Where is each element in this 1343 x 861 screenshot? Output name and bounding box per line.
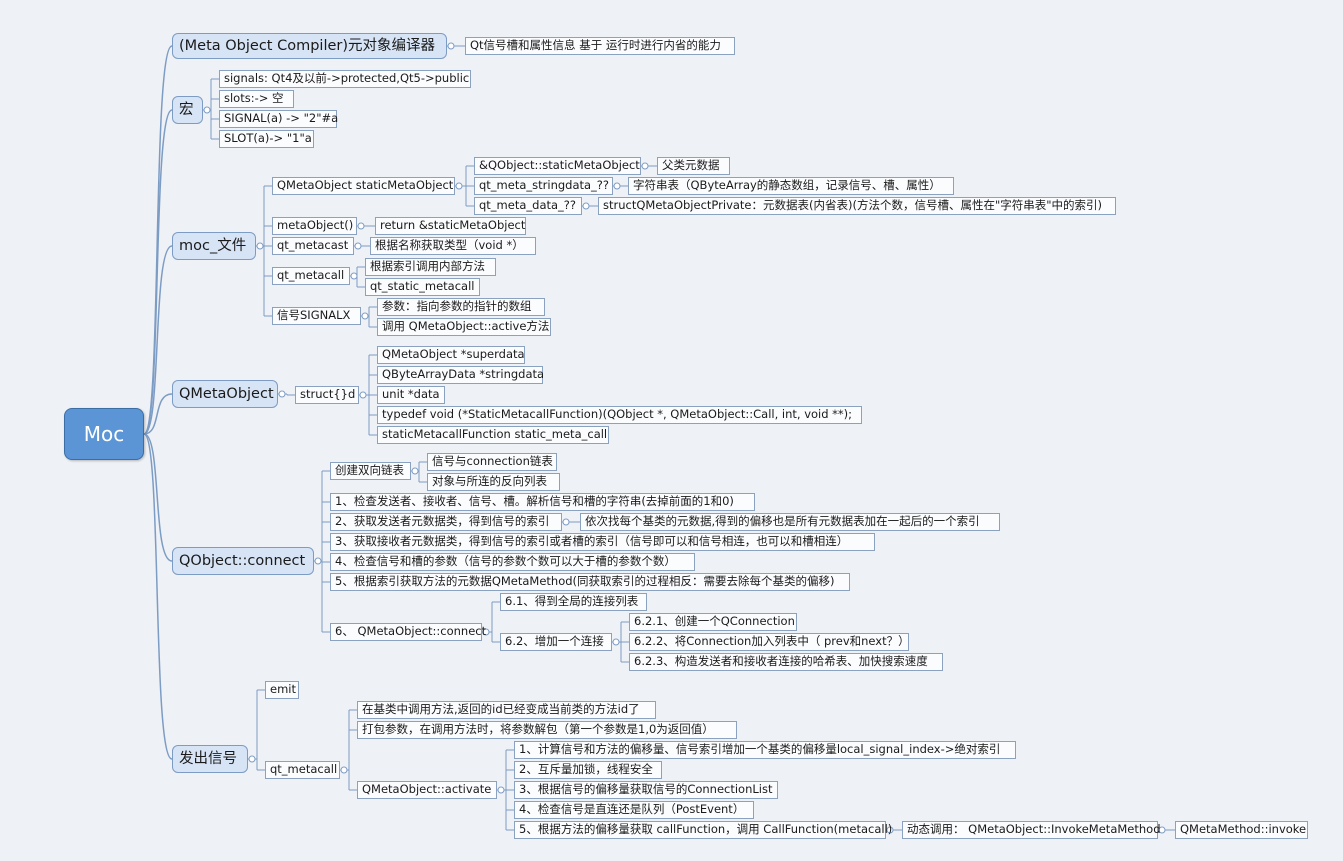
- collapse-dot: [612, 638, 620, 646]
- create-note-2[interactable]: 对象与所连的反向列表: [427, 473, 560, 491]
- collapse-dot: [203, 106, 211, 114]
- connector-line: [143, 433, 173, 562]
- macro-item-signal[interactable]: SIGNAL(a) -> "2"#a: [219, 110, 338, 128]
- activate-step-1[interactable]: 1、计算信号和方法的偏移量、信号索引增加一个基类的偏移量local_signal…: [514, 741, 1016, 759]
- meta-object-note[interactable]: return &staticMetaObject: [375, 217, 526, 235]
- meta-data-note[interactable]: structQMetaObjectPrivate：元数据表(内省表)(方法个数，…: [598, 197, 1116, 215]
- root-node[interactable]: Moc: [64, 408, 144, 460]
- connect-topic[interactable]: QObject::connect: [172, 547, 314, 575]
- emit-signal-topic[interactable]: 发出信号: [172, 745, 248, 773]
- connect-step-6-2-3[interactable]: 6.2.3、构造发送者和接收者连接的哈希表、加快搜索速度: [629, 653, 943, 671]
- emit-keyword[interactable]: emit: [265, 681, 299, 699]
- moc-compiler-topic[interactable]: (Meta Object Compiler)元对象编译器: [172, 33, 447, 59]
- collapse-dot: [613, 182, 621, 190]
- connector-line: [143, 109, 173, 435]
- collapse-dot: [411, 467, 419, 475]
- emit-qt-metacall[interactable]: qt_metacall: [265, 761, 340, 779]
- moc-file-topic[interactable]: moc_文件: [172, 232, 256, 260]
- collapse-dot: [582, 202, 590, 210]
- collapse-dot: [359, 391, 367, 399]
- connector-line: [143, 245, 173, 435]
- metacall-note-1[interactable]: 根据索引调用内部方法: [365, 258, 496, 276]
- collapse-dot: [340, 766, 348, 774]
- connector-line: [143, 393, 173, 435]
- collapse-dot: [497, 786, 505, 794]
- field-data[interactable]: unit *data: [377, 386, 445, 404]
- collapse-dot: [256, 242, 264, 250]
- qmetamethod-invoke[interactable]: QMetaMethod::invoke: [1175, 821, 1308, 839]
- collapse-dot: [562, 518, 570, 526]
- emit-metacall-note-2[interactable]: 打包参数，在调用方法时，将参数解包（第一个参数是1,0为返回值）: [357, 721, 737, 739]
- connect-step-6-2[interactable]: 6.2、增加一个连接: [500, 633, 612, 651]
- connect-step-6-1[interactable]: 6.1、得到全局的连接列表: [500, 593, 647, 611]
- connect-step-5[interactable]: 5、根据索引获取方法的元数据QMetaMethod(同获取索引的过程相反：需要去…: [330, 573, 850, 591]
- collapse-dot: [455, 182, 463, 190]
- macro-topic[interactable]: 宏: [172, 96, 203, 124]
- connect-step-4[interactable]: 4、检查信号和槽的参数（信号的参数个数可以大于槽的参数个数）: [330, 553, 695, 571]
- field-stringdata[interactable]: QByteArrayData *stringdata: [377, 366, 544, 384]
- connect-step-2-note[interactable]: 依次找每个基类的元数据,得到的偏移也是所有元数据表加在一起后的一个索引: [580, 513, 1000, 531]
- static-meta-object[interactable]: QMetaObject staticMetaObject: [272, 177, 455, 195]
- qt-metacall[interactable]: qt_metacall: [272, 267, 350, 285]
- collapse-dot: [361, 312, 369, 320]
- metacast-note[interactable]: 根据名称获取类型（void *）: [370, 237, 536, 255]
- collapse-dot: [354, 242, 362, 250]
- signal-x[interactable]: 信号SIGNALX: [272, 307, 361, 325]
- qt-metacast[interactable]: qt_metacast: [272, 237, 354, 255]
- collapse-dot: [278, 390, 286, 398]
- activate-step-2[interactable]: 2、互斥量加锁，线程安全: [514, 761, 662, 779]
- collapse-dot: [447, 42, 455, 50]
- collapse-dot: [641, 162, 649, 170]
- connect-step-6-2-1[interactable]: 6.2.1、创建一个QConnection: [629, 613, 797, 631]
- collapse-dot: [248, 755, 256, 763]
- macro-item-slot[interactable]: SLOT(a)-> "1"a: [219, 130, 314, 148]
- connect-step-6-2-2[interactable]: 6.2.2、将Connection加入列表中（ prev和next？）: [629, 633, 910, 651]
- collapse-dot: [357, 222, 365, 230]
- activate-step-5[interactable]: 5、根据方法的偏移量获取 callFunction，调用 CallFunctio…: [514, 821, 892, 839]
- macro-item-slots[interactable]: slots:-> 空: [219, 90, 294, 108]
- meta-object-fn[interactable]: metaObject(): [272, 217, 357, 235]
- emit-metacall-note-1[interactable]: 在基类中调用方法,返回的id已经变成当前类的方法id了: [357, 701, 656, 719]
- connect-step-6[interactable]: 6、 QMetaObject::connect: [330, 623, 486, 641]
- signal-note-1[interactable]: 参数：指向参数的指针的数组: [377, 298, 545, 316]
- stringdata-note[interactable]: 字符串表（QByteArray的静态数组，记录信号、槽、属性）: [628, 177, 954, 195]
- qmetaobject-topic[interactable]: QMetaObject: [172, 380, 278, 408]
- activate-step-3[interactable]: 3、根据信号的偏移量获取信号的ConnectionList: [514, 781, 778, 799]
- create-note-1[interactable]: 信号与connection链表: [427, 453, 557, 471]
- connect-step-1[interactable]: 1、检查发送者、接收者、信号、槽。解析信号和槽的字符串(去掉前面的1和0): [330, 493, 755, 511]
- macro-item-signals[interactable]: signals: Qt4及以前->protected,Qt5->public: [219, 70, 471, 88]
- field-static-metacall-typedef[interactable]: typedef void (*StaticMetacallFunction)(Q…: [377, 406, 862, 424]
- field-superdata[interactable]: QMetaObject *superdata: [377, 346, 525, 364]
- connector-line: [143, 433, 173, 760]
- dynamic-call[interactable]: 动态调用： QMetaObject::InvokeMetaMethod: [902, 821, 1161, 839]
- parent-meta-note[interactable]: 父类元数据: [657, 157, 730, 175]
- struct-d[interactable]: struct{}d: [295, 386, 359, 404]
- connect-step-3[interactable]: 3、获取接收者元数据类，得到信号的索引或者槽的索引（信号即可以和信号相连，也可以…: [330, 533, 875, 551]
- collapse-dot: [350, 272, 358, 280]
- connect-step-2[interactable]: 2、获取发送者元数据类，得到信号的索引: [330, 513, 562, 531]
- activate-step-4[interactable]: 4、检查信号是直连还是队列（PostEvent）: [514, 801, 754, 819]
- qt-meta-stringdata[interactable]: qt_meta_stringdata_??: [474, 177, 613, 195]
- collapse-dot: [314, 557, 322, 565]
- qmetaobject-activate[interactable]: QMetaObject::activate: [357, 781, 497, 799]
- moc-compiler-desc[interactable]: Qt信号槽和属性信息 基于 运行时进行内省的能力: [465, 37, 735, 55]
- parent-static-meta-object[interactable]: &QObject::staticMetaObject: [474, 157, 641, 175]
- connector-line: [143, 45, 173, 435]
- field-static-meta-call[interactable]: staticMetacallFunction static_meta_call: [377, 426, 609, 444]
- signal-note-2[interactable]: 调用 QMetaObject::active方法: [377, 318, 551, 336]
- metacall-note-2[interactable]: qt_static_metacall: [365, 278, 480, 296]
- create-linked-list[interactable]: 创建双向链表: [330, 462, 411, 480]
- qt-meta-data[interactable]: qt_meta_data_??: [474, 197, 582, 215]
